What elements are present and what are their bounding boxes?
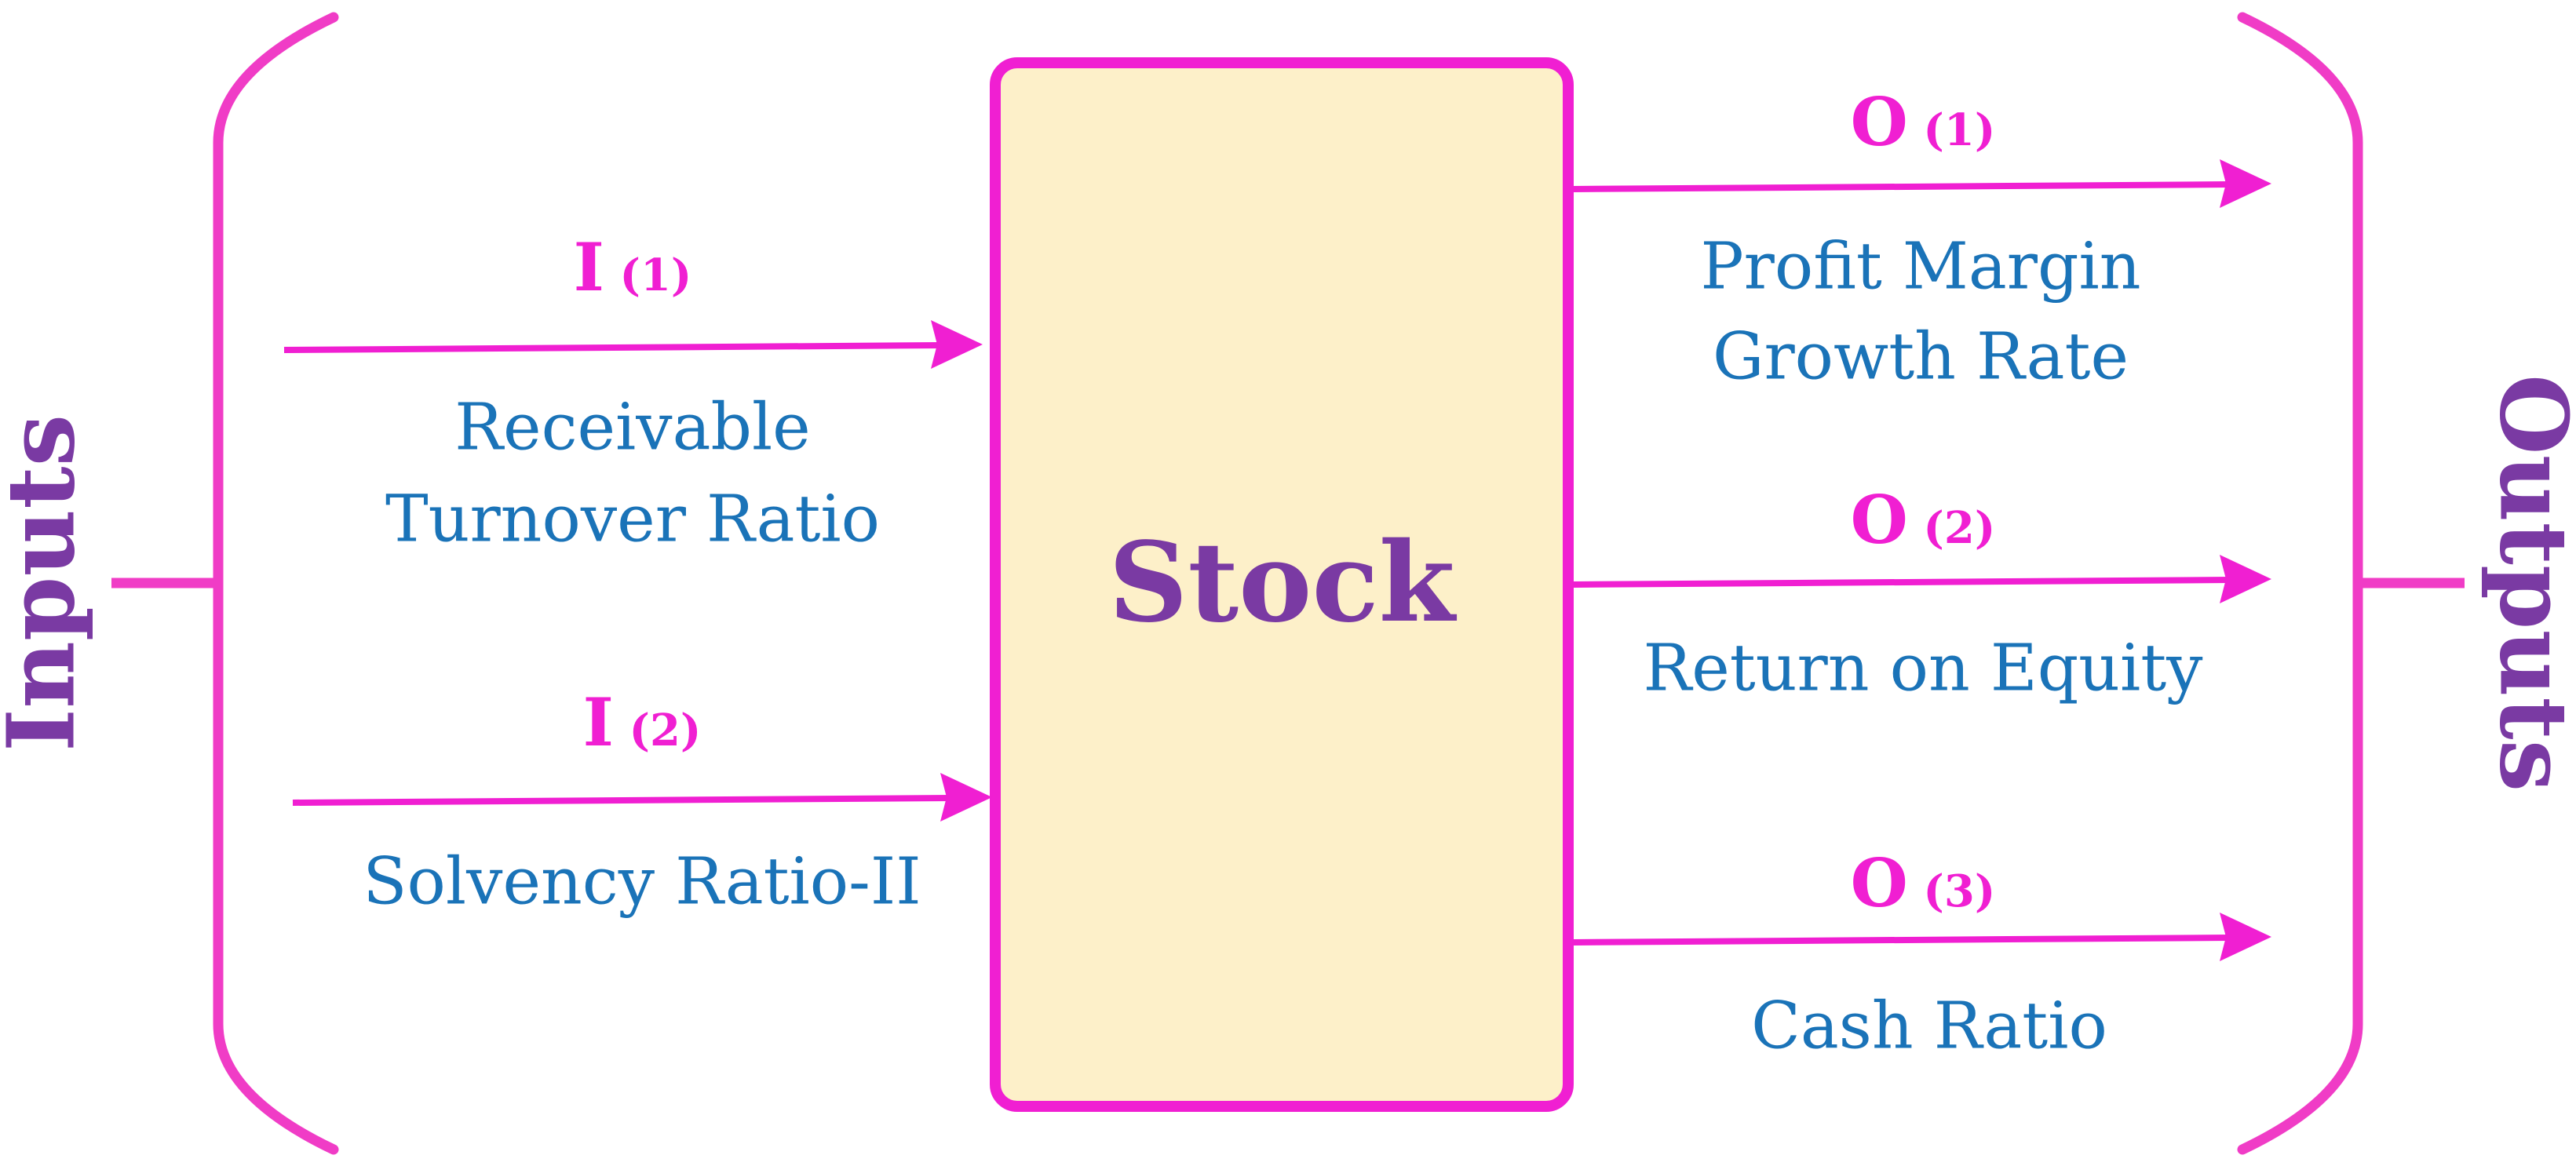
output-3-arrow-shaft <box>1573 935 2230 946</box>
output-1-letter: O <box>1851 83 1908 161</box>
output-1-number: (1) <box>1923 104 1995 156</box>
output-3-arrow-head <box>2220 913 2271 961</box>
input-1-arrow-shaft <box>283 342 943 353</box>
input-2: I (2) Solvency Ratio-II <box>292 683 992 920</box>
output-2-arrow-shaft <box>1573 577 2230 588</box>
output-2-number: (2) <box>1923 502 1995 554</box>
output-1-arrow-head <box>2220 159 2271 208</box>
input-1-letter: I <box>574 228 604 306</box>
output-3-code: O (3) <box>1851 844 1996 922</box>
input-1-arrow-head <box>931 320 983 369</box>
input-2-arrow-shaft <box>292 795 952 806</box>
output-3-label-line-1: Cash Ratio <box>1751 989 2107 1064</box>
output-2-label-line-1: Return on Equity <box>1643 632 2203 706</box>
inputs-bracket <box>213 12 339 1155</box>
output-1: O (1) Profit Margin Growth Rate <box>1573 83 2271 395</box>
stock-title: Stock <box>1108 519 1457 647</box>
input-1: I (1) Receivable Turnover Ratio <box>283 228 983 557</box>
input-1-code: I (1) <box>574 228 692 306</box>
stock-box <box>990 57 1574 1112</box>
output-3: O (3) Cash Ratio <box>1573 844 2271 1064</box>
input-2-letter: I <box>583 683 614 761</box>
outputs-title: Outputs <box>2479 374 2576 792</box>
output-1-label-line-1: Profit Margin <box>1700 230 2140 304</box>
input-1-label-line-2: Turnover Ratio <box>385 483 880 557</box>
output-1-code: O (1) <box>1851 83 1996 161</box>
input-2-arrow-head <box>940 773 992 822</box>
input-1-number: (1) <box>619 250 691 301</box>
output-3-letter: O <box>1851 844 1908 922</box>
input-1-label-line-1: Receivable <box>454 391 810 465</box>
input-2-code: I (2) <box>583 683 702 761</box>
output-3-number: (3) <box>1923 865 1995 917</box>
output-1-label-line-2: Growth Rate <box>1713 320 2129 395</box>
output-2-code: O (2) <box>1851 481 1996 559</box>
input-2-label-line-1: Solvency Ratio-II <box>363 845 921 920</box>
inputs-title: Inputs <box>0 414 96 752</box>
output-1-arrow-shaft <box>1573 181 2230 192</box>
output-2-arrow-head <box>2220 555 2271 603</box>
output-2: O (2) Return on Equity <box>1573 481 2271 706</box>
output-2-letter: O <box>1851 481 1908 559</box>
input-2-number: (2) <box>629 705 701 756</box>
